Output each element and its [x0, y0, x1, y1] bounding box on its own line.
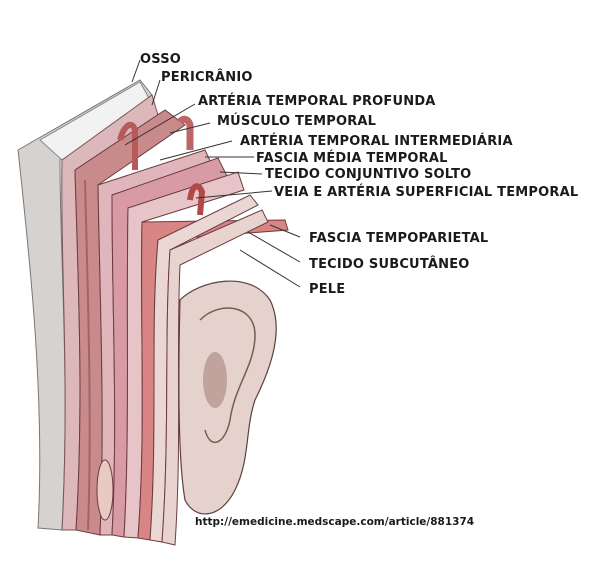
- label-arteria-temporal-profunda: ARTÉRIA TEMPORAL PROFUNDA: [198, 94, 436, 109]
- label-pele: PELE: [309, 282, 346, 297]
- label-musculo-temporal: MÚSCULO TEMPORAL: [217, 114, 377, 129]
- source-url: http://emedicine.medscape.com/article/88…: [195, 516, 475, 528]
- leader-lines: [124, 59, 301, 288]
- label-arteria-temporal-intermediaria: ARTÉRIA TEMPORAL INTERMEDIÁRIA: [240, 134, 513, 149]
- label-osso: OSSO: [140, 52, 182, 67]
- skin-layer: [161, 209, 269, 546]
- label-tecido-subcutaneo: TECIDO SUBCUTÂNEO: [309, 257, 470, 272]
- label-fascia-media-temporal: FASCIA MÉDIA TEMPORAL: [256, 151, 448, 166]
- ear: [178, 280, 277, 515]
- label-veia-arteria-superficial: VEIA E ARTÉRIA SUPERFICIAL TEMPORAL: [274, 185, 579, 200]
- label-fascia-tempoparietal: FASCIA TEMPOPARIETAL: [309, 231, 489, 246]
- label-pericranio: PERICRÂNIO: [161, 70, 253, 85]
- label-tecido-conjuntivo-solto: TECIDO CONJUNTIVO SOLTO: [265, 167, 472, 182]
